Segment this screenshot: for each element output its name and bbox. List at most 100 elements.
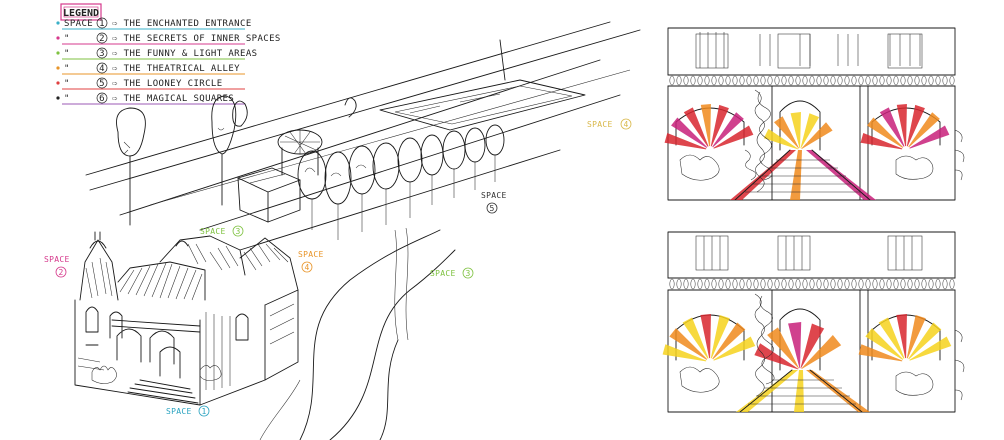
color-ray (669, 328, 708, 360)
baluster (823, 75, 829, 86)
baluster (760, 75, 766, 86)
color-ray (879, 107, 905, 147)
legend-title-box (60, 3, 102, 21)
space-label-5-text: SPACE (481, 191, 507, 200)
legend-number-circle (96, 92, 108, 104)
baluster (669, 75, 675, 86)
baluster (921, 278, 927, 290)
baluster (837, 278, 843, 290)
color-ray (671, 117, 708, 148)
legend-number-circle (96, 32, 108, 44)
baluster (893, 75, 899, 86)
legend-item: "3⇨ THE FUNNY & LIGHT AREAS (56, 47, 257, 60)
baluster (725, 278, 731, 290)
baluster (851, 75, 857, 86)
baluster (844, 278, 850, 290)
baluster (760, 278, 766, 290)
color-ray (908, 322, 942, 360)
baluster (697, 75, 703, 86)
color-ray (906, 104, 925, 147)
baluster (907, 278, 913, 290)
legend-number: 1 (99, 19, 105, 29)
color-ray (896, 314, 907, 359)
baluster (725, 75, 731, 86)
color-ray (800, 323, 825, 369)
baluster (900, 278, 906, 290)
color-ray (662, 344, 707, 362)
baluster (809, 75, 815, 86)
legend-item: "6⇨ THE MAGICAL SQUARES (56, 92, 245, 105)
baluster (837, 75, 843, 86)
baluster (942, 278, 948, 290)
color-ray (763, 128, 799, 150)
baluster (683, 278, 689, 290)
legend-number-circle (96, 62, 108, 74)
color-ray (664, 132, 707, 150)
space-label-4a-num: 4 (304, 263, 309, 272)
space-label-3a: SPACE 3 (200, 225, 244, 237)
color-ray (860, 132, 903, 150)
baluster (746, 75, 752, 86)
legend-prefix: SPACE (64, 19, 93, 29)
legend-prefix: " (64, 94, 70, 104)
baluster (858, 278, 864, 290)
color-ray (788, 322, 802, 369)
legend-number: 2 (99, 34, 105, 44)
legend-title-box-inner (63, 6, 99, 18)
space-label-5-circle (486, 202, 498, 214)
baluster (858, 75, 864, 86)
color-ray (710, 104, 729, 147)
baluster (788, 75, 794, 86)
color-ray (767, 327, 800, 369)
baluster (942, 75, 948, 86)
baluster (844, 75, 850, 86)
baluster (949, 75, 955, 86)
baluster (935, 75, 941, 86)
color-ray (865, 328, 904, 360)
legend-item: "4⇨ THE THEATRICAL ALLEY (56, 62, 245, 75)
baluster (900, 75, 906, 86)
baluster (816, 278, 822, 290)
baluster (704, 75, 710, 86)
baluster (704, 278, 710, 290)
color-ray (801, 335, 842, 369)
space-label-2-circle (55, 266, 67, 278)
space-label-4b: SPACE 4 (587, 118, 632, 130)
color-ray (909, 125, 950, 149)
baluster (872, 75, 878, 86)
elevation-sketch-bottom (667, 231, 956, 413)
space-label-3a-circle (232, 225, 244, 237)
color-ray (801, 122, 833, 149)
space-label-1-text: SPACE (166, 407, 192, 416)
color-ray (790, 150, 802, 200)
color-ray (710, 314, 730, 359)
space-label-1: SPACE 1 (166, 405, 210, 417)
baluster (816, 75, 822, 86)
baluster (718, 278, 724, 290)
space-label-3b: SPACE 3 (430, 267, 474, 279)
baluster (753, 278, 759, 290)
legend-dot (56, 96, 60, 100)
baluster (893, 278, 899, 290)
baluster (788, 278, 794, 290)
color-ray (800, 113, 820, 149)
baluster (879, 278, 885, 290)
baluster (690, 278, 696, 290)
baluster (872, 278, 878, 290)
space-label-1-num: 1 (201, 407, 206, 416)
color-ray (858, 344, 903, 362)
legend-number: 6 (99, 94, 105, 104)
space-label-4b-circle (620, 118, 632, 130)
legend-number: 3 (99, 49, 105, 59)
legend-number: 5 (99, 79, 105, 89)
baluster (795, 278, 801, 290)
space-label-4a: SPACE 4 (298, 250, 323, 273)
space-label-5-num: 5 (489, 204, 494, 213)
space-label-4b-num: 4 (623, 120, 628, 129)
baluster (914, 278, 920, 290)
space-label-4b-text: SPACE (587, 120, 613, 129)
space-label-2: SPACE 2 (44, 255, 69, 278)
baluster (781, 278, 787, 290)
